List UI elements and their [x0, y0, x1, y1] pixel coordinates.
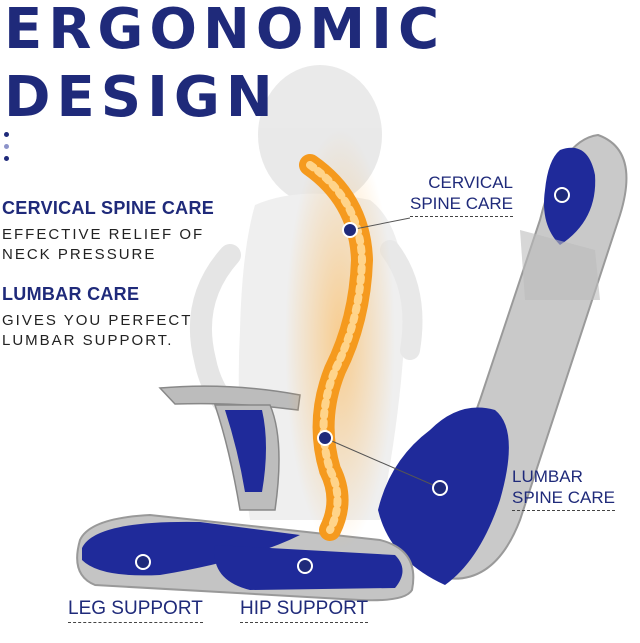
dot-icon — [4, 132, 9, 137]
feature-desc-lumbar-line2: LUMBAR SUPPORT. — [2, 332, 174, 349]
callout-leg: LEG SUPPORT — [68, 598, 203, 623]
callout-cervical: CERVICAL SPINE CARE — [410, 172, 513, 217]
callout-lumbar-line2: SPINE CARE — [512, 487, 615, 511]
decorative-dots — [4, 132, 9, 168]
callout-markers — [135, 187, 570, 574]
dot-icon — [4, 144, 9, 149]
callout-lumbar-line1: LUMBAR — [512, 467, 583, 486]
feature-heading-lumbar: LUMBAR CARE — [2, 284, 140, 304]
feature-desc-cervical-line1: EFFECTIVE RELIEF OF — [2, 226, 205, 243]
feature-desc-cervical-line2: NECK PRESSURE — [2, 246, 157, 263]
chair-armrest — [158, 385, 301, 511]
spine-graphic — [285, 130, 395, 550]
title-line-2: DESIGN — [4, 65, 279, 130]
feature-desc-lumbar-line1: GIVES YOU PERFECT — [2, 312, 193, 329]
title-line-1: ERGONOMIC — [4, 0, 446, 62]
callout-cervical-line2: SPINE CARE — [410, 193, 513, 217]
callout-cervical-line1: CERVICAL — [428, 173, 513, 192]
chair-backrest — [378, 133, 628, 585]
callout-hip: HIP SUPPORT — [240, 598, 369, 623]
feature-heading-cervical: CERVICAL SPINE CARE — [2, 198, 215, 218]
callout-lumbar: LUMBAR SPINE CARE — [512, 466, 615, 511]
dot-icon — [4, 156, 9, 161]
